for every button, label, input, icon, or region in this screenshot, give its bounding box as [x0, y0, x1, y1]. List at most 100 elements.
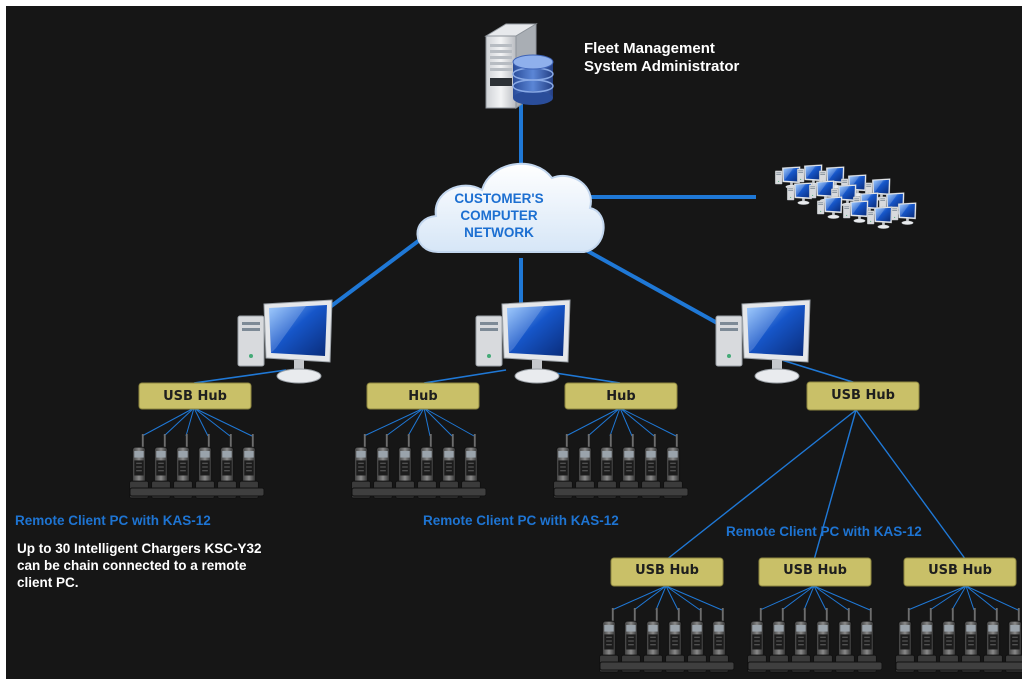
charger-link — [193, 407, 231, 437]
charger-link — [813, 585, 827, 611]
hub-box-5 — [610, 557, 724, 587]
charger-note-line-3: client PC. — [17, 575, 79, 590]
hub-label-6: USB Hub — [783, 563, 847, 578]
server-label-line-2: System Administrator — [584, 58, 740, 75]
cluster-pc — [867, 206, 893, 229]
database-top — [512, 54, 554, 70]
charger-group-1 — [129, 434, 265, 499]
desktop-pc-icon-2 — [475, 299, 571, 384]
hub-box-4 — [806, 381, 920, 411]
hub-fan-link-1 — [665, 409, 857, 561]
charger-link — [609, 407, 621, 437]
hub-box-3 — [564, 382, 678, 410]
charger-link — [655, 585, 667, 611]
charger-link — [965, 585, 975, 611]
pc-hub-link-1 — [193, 369, 287, 384]
hub-label-3: Hub — [606, 389, 636, 404]
cloud-label: CUSTOMER'S COMPUTER NETWORK — [424, 190, 574, 241]
charger-link — [141, 407, 195, 437]
charger-note: Up to 30 Intelligent Chargers KSC-Y32 ca… — [17, 540, 262, 591]
charger-group-3 — [553, 434, 689, 499]
charger-link — [565, 407, 621, 437]
charger-link — [423, 407, 475, 437]
charger-link — [951, 585, 967, 611]
hub-label-5: USB Hub — [635, 563, 699, 578]
charger-link — [781, 585, 815, 611]
charger-link — [813, 585, 871, 611]
charger-link — [193, 407, 253, 437]
charger-link — [163, 407, 195, 437]
charger-base — [553, 487, 689, 497]
hub-box-2 — [366, 382, 480, 410]
hub-box-1 — [138, 382, 252, 410]
database-bottom — [513, 91, 553, 105]
caption-left: Remote Client PC with KAS-12 — [15, 513, 211, 528]
cloud-label-line-2: COMPUTER NETWORK — [460, 208, 538, 240]
cloud-icon — [416, 162, 605, 253]
charger-link — [803, 585, 815, 611]
charger-link — [363, 407, 425, 437]
charger-link — [407, 407, 425, 437]
charger-base — [129, 487, 265, 497]
cloud-label-line-1: CUSTOMER'S — [454, 191, 544, 206]
charger-link — [423, 407, 453, 437]
charger-link — [385, 407, 425, 437]
caption-right: Remote Client PC with KAS-12 — [726, 524, 922, 539]
pc-cluster-icon — [775, 164, 917, 229]
charger-note-line-2: can be chain connected to a remote — [17, 558, 247, 573]
hub-fan-link-2 — [813, 409, 857, 561]
charger-base — [747, 661, 883, 671]
server-label-line-1: Fleet Management — [584, 40, 715, 57]
charger-link — [633, 585, 667, 611]
server-slot — [490, 68, 512, 71]
caption-middle: Remote Client PC with KAS-12 — [423, 513, 619, 528]
charger-link — [665, 585, 679, 611]
charger-link — [185, 407, 195, 437]
charger-link — [619, 407, 633, 437]
charger-link — [665, 585, 701, 611]
hub-fan-link-3 — [855, 409, 967, 561]
desktop-pc-icon-3 — [715, 299, 811, 384]
network-diagram: CUSTOMER'S COMPUTER NETWORK Fleet Manage… — [6, 6, 1022, 679]
network-link-3 — [324, 228, 435, 312]
charger-link — [193, 407, 209, 437]
charger-link — [423, 407, 431, 437]
cloud-shape — [416, 162, 605, 253]
server-slot — [490, 44, 512, 47]
charger-note-line-1: Up to 30 Intelligent Chargers KSC-Y32 — [17, 541, 262, 556]
charger-group-4 — [599, 608, 735, 673]
server-label: Fleet Management System Administrator — [584, 40, 739, 76]
charger-link — [965, 585, 997, 611]
charger-group-2 — [351, 434, 487, 499]
charger-link — [907, 585, 967, 611]
charger-link — [665, 585, 723, 611]
hub-label-7: USB Hub — [928, 563, 992, 578]
database-icon — [512, 54, 554, 105]
charger-link — [587, 407, 621, 437]
charger-link — [611, 585, 667, 611]
network-link-5 — [583, 247, 720, 326]
hub-label-2: Hub — [408, 389, 438, 404]
server-slot — [490, 50, 512, 53]
database-ring-2 — [512, 79, 554, 93]
hub-label-4: USB Hub — [831, 388, 895, 403]
charger-link — [813, 585, 849, 611]
charger-group-6 — [895, 608, 1022, 673]
charger-link — [759, 585, 815, 611]
server-slot — [490, 56, 512, 59]
hub-box-7 — [903, 557, 1017, 587]
pc-hub-link-2 — [423, 369, 507, 384]
charger-link — [965, 585, 1019, 611]
device-icons — [129, 23, 1022, 673]
charger-base — [599, 661, 735, 671]
server-slot — [490, 62, 512, 65]
diagram-svg — [129, 23, 1022, 673]
charger-base — [895, 661, 1022, 671]
charger-link — [619, 407, 677, 437]
desktop-pc-icon-1 — [237, 299, 333, 384]
charger-base — [351, 487, 487, 497]
charger-group-5 — [747, 608, 883, 673]
hub-box-6 — [758, 557, 872, 587]
hub-boxes — [138, 381, 1017, 587]
server-drive — [490, 78, 512, 86]
